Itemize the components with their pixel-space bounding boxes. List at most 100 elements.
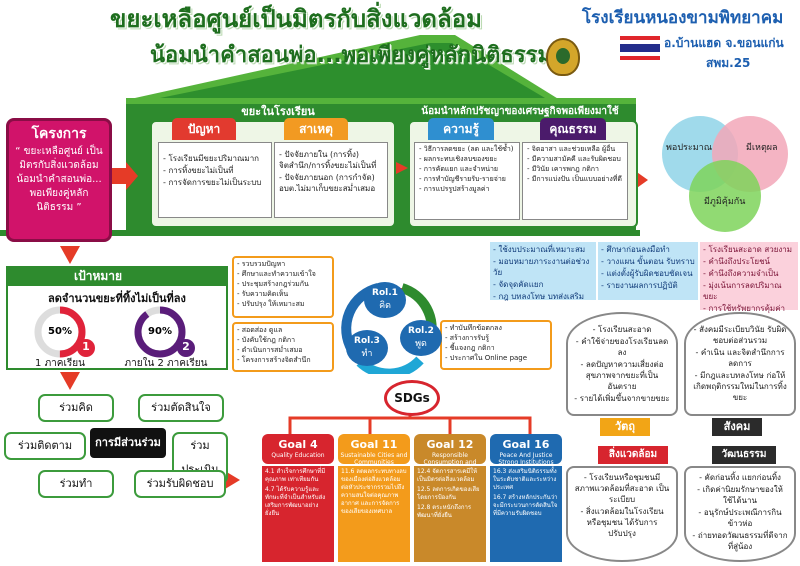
material-list: โรงเรียนสะอาดคำใช้จ่ายของโรงเรียนลดลงลดป… [566,312,678,416]
list-item: ดำเนินการสม่ำเสมอ [237,346,329,355]
goal-subtitle: ลดจำนวนขยะที่ทิ้งไม่เป็นที่ลง [48,292,186,305]
list-item: รวบรวมปัญหา [237,260,329,269]
cause-list: ปัจจัยภายใน (การทิ้ง) จิตสำนึก/การทิ้งขย… [274,142,388,218]
goal-term1-ring [34,306,95,358]
list-item: สร้างการรับรู้ [445,334,547,343]
project-heading: โครงการ [31,126,87,142]
district-office: สพม.25 [706,56,751,70]
list-item: ผลกระทบเชิงลบของขยะ [419,155,515,164]
principle-moderation: พอประมาณ [666,143,713,153]
rol1-circle: Rol.1 คิด [364,282,406,318]
sdg-target-item: 12.5 ลดการเกิดของเสียโดยการป้องกัน [417,486,480,501]
goal-term1-percent: 50% [48,326,72,337]
rol3-sub: ทำ [361,349,373,359]
school-waste-label: ขยะในโรงเรียน [241,105,315,118]
list-item: ชี้แจงกฎ กติกา [445,344,547,353]
sufficiency-label: น้อมนำหลักปรัชญาของเศรษฐกิจพอเพียงมาใช้ [421,106,619,117]
school-location: อ.บ้านแฮด จ.ขอนแก่น [664,36,784,50]
list-item: คำใช้จ่ายของโรงเรียนลดลง [574,336,670,358]
page-subtitle: น้อมนำคำสอนพ่อ...พอเพียงคู่หลักนิติธรรม [150,43,552,68]
list-item: แต่งตั้งผู้รับผิดชอบชัดเจน [601,268,695,279]
sdg-goal-title: Goal 16 [502,438,550,451]
list-item: คำเนิน และจิตสำนึกการลดการ [692,347,788,369]
page-title: ขยะเหลือศูนย์เป็นมิตรกับสิ่งแวดล้อม [110,5,482,33]
goal-term2-number: 2 [182,340,190,353]
list-item: คำนึงถึงประโยชน์ [703,256,795,267]
sdg-goal-subtitle: Peace And Justice Strong Institutions [498,452,554,466]
list-item: มีกฎและบทลงโทษ ก่อให้เกิดพฤติกรรมใหม่ในก… [692,370,788,403]
list-item: มีความสามัคคี และรับผิดชอบ [527,155,623,164]
list-item: ศึกษาและทำความเข้าใจ [237,270,329,279]
list-item: การจัดการขยะไม่เป็นระบบ [163,177,267,188]
principle-reason: มีเหตุผล [746,143,778,153]
virtue-list: จิตอาสา และช่วยเหลือ ผู้อื่นมีความสามัคค… [522,142,628,220]
goal-term2-percent: 90% [148,326,172,337]
list-item: สอดส่อง ดูแล [237,326,329,335]
rol2-title: Rol.2 [408,326,434,336]
immunity-list: โรงเรียนสะอาด สวยงามคำนึงถึงประโยชน์คำนึ… [700,242,798,313]
sdg-target-item: 4.1 สำเร็จการศึกษาที่มีคุณภาพ เท่าเทียมก… [265,468,326,483]
list-item: มีวินัย เคารพกฎ กติกา [527,165,623,174]
list-item: ทำบันทึกข้อตกลง [445,324,547,333]
dim-environment: สิ่งแวดล้อม [598,446,668,464]
sdg-target-item: 16.7 สร้างหลักประกันว่าจะมีกระบวนการตัดส… [493,494,558,517]
tab-virtue: คุณธรรม [540,118,606,140]
list-item: มอบหมายภาระงานต่อช่วงวัย [493,256,593,278]
problem-list: โรงเรียนมีขยะปริมาณมากการทิ้งขยะไม่เป็นท… [158,142,272,218]
list-item: ประกาศใน Online page [445,354,547,363]
social-list: สังคมมีระเบียบวินัย รับผิดชอบต่อส่วนรวมค… [684,312,796,416]
principles-venn [662,116,788,232]
list-item: การใช้ทรัพยากรคุ้มค่า [703,303,795,314]
list-item: วางแผน ขั้นตอน รับทราบ [601,256,695,267]
list-item: การคัดแยก และจำหน่าย [419,165,515,174]
rol1-title: Rol.1 [372,288,398,298]
sdg-target-item: 12.4 จัดการสารเคมีให้เป็นมิตรต่อสิ่งแวดล… [417,468,478,483]
list-item: รับความคิดเห็น [237,290,329,299]
rol-think-list: รวบรวมปัญหาศึกษาและทำความเข้าใจประชุมสร้… [232,256,334,318]
school-emblem-icon [546,38,580,76]
sdg-goal-subtitle: Sustainable Cities and Communities [340,452,408,466]
knowledge-list: วิธีการลดขยะ (ลด และใช้ซ้ำ)ผลกระทบเชิงลบ… [414,142,520,220]
list-item: การทิ้งขยะไม่เป็นที่ [163,165,267,176]
rol3-title: Rol.3 [354,336,380,346]
list-item: โครงการสร้างจิตสำนึก [237,356,329,365]
goal-term1-label: 1 ภาคเรียน [35,358,85,369]
sdg-goal-title: Goal 4 [278,438,318,451]
list-item: ประชุมสร้างกฎร่วมกัน [237,280,329,289]
reason-list: ศึกษาก่อนลงมือทำวางแผน ขั้นตอน รับทราบแต… [598,242,698,300]
list-item: สังคมมีระเบียบวินัย รับผิดชอบต่อส่วนรวม [692,324,788,346]
rol-talk-list: ทำบันทึกข้อตกลงสร้างการรับรู้ชี้แจงกฎ กต… [440,320,552,370]
sdg-goal-subtitle: Quality Education [271,452,325,459]
list-item: จิตอาสา และช่วยเหลือ ผู้อื่น [527,145,623,154]
sdg-target-item: 12.8 ตระหนักถึงการพัฒนาที่ยั่งยืน [417,504,472,519]
list-item: การทำบัญชีรายรับ-รายจ่าย [419,175,515,184]
list-item: คำนึงถึงความจำเป็น [703,268,795,279]
culture-list: คัดก่อนทิ้ง แยกก่อนทิ้งเกิดค่านิยมรักษาข… [684,466,796,562]
list-item: รายงานผลการปฏิบัติ [601,280,695,291]
list-item: รายได้เพิ่มขึ้นจากขายขยะ [574,393,670,404]
tab-problem: ปัญหา [172,118,236,140]
list-item: ศึกษาก่อนลงมือทำ [601,244,695,255]
list-item: การแปรรูปสร้างมูลค่า [419,185,515,194]
project-name: “ ขยะเหลือศูนย์ เป็นมิตรกับสิ่งแวดล้อม น… [15,146,103,213]
participation-monitor: ร่วมติดตาม [4,432,86,460]
rol-do-list: สอดส่อง ดูแลบังคับใช้กฎ กติกาดำเนินการสม… [232,322,334,372]
sdg-target-item: 11.6 ลดผลกระทบทางลบของเมืองต่อสิ่งแวดล้อ… [341,468,407,515]
rol1-sub: คิด [379,301,391,311]
participation-decide: ร่วมตัดสินใจ [138,394,224,422]
list-item: คัดก่อนทิ้ง แยกก่อนทิ้ง [692,472,788,483]
rol2-sub: พูด [415,339,427,349]
list-item: ปรับปรุง ให้เหมาะสม [237,300,329,309]
list-item: ลดปัญหาความเสี่ยงต่อสุขภาพจากขยะที่เป็นอ… [574,359,670,392]
list-item: วิธีการลดขยะ (ลด และใช้ซ้ำ) [419,145,515,154]
sdg-goal-targets: 16.3 ส่งเสริมนิติธรรมทั้งในระดับชาติและร… [490,466,562,562]
dim-culture: วัฒนธรรม [712,446,776,464]
list-item: ถ่ายทอดวัฒนธรรมที่ดีจากที่สู่น้อง [692,530,788,552]
list-item: ปัจจัยภายใน (การทิ้ง) จิตสำนึก/การทิ้งขย… [279,149,383,171]
sdg-goal-targets: 11.6 ลดผลกระทบทางลบของเมืองต่อสิ่งแวดล้อ… [338,466,410,562]
list-item: ปัจจัยภายนอก (การกำจัด) อบต.ไม่มาเก็บขยะ… [279,172,383,194]
list-item: โรงเรียนสะอาด [574,324,670,335]
list-item: สิ่งแวดล้อมในโรงเรียนหรือชุมชน ได้รับการ… [574,506,670,539]
